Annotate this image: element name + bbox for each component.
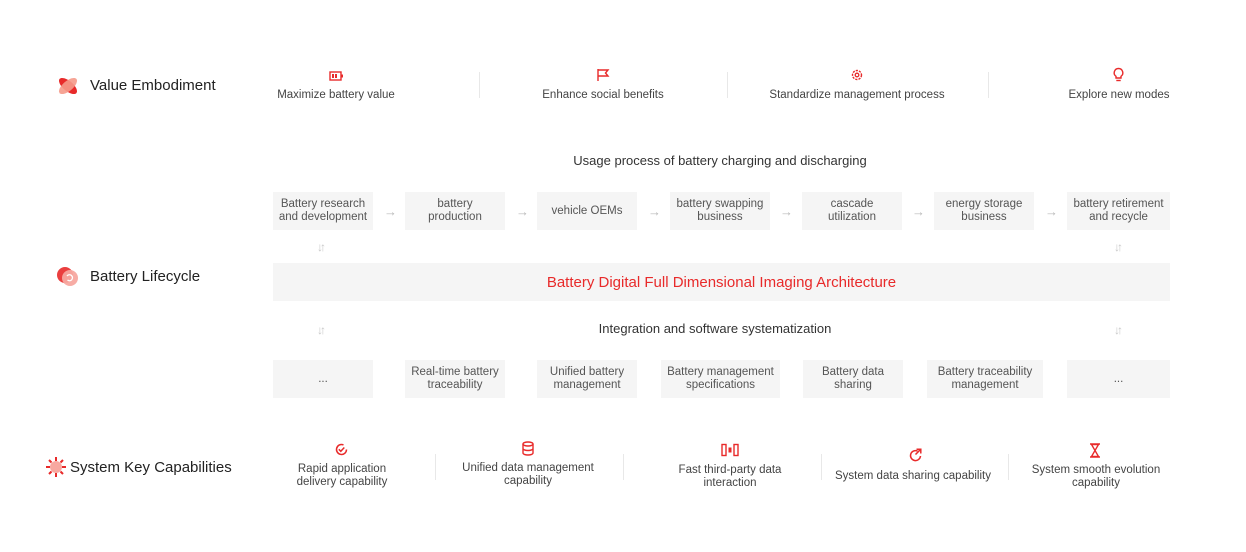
process-step: cascade utilization	[802, 192, 902, 230]
module-box: Battery management specifications	[661, 360, 780, 398]
database-icon	[521, 441, 535, 461]
divider	[1008, 454, 1009, 480]
battery-icon	[329, 69, 344, 87]
hourglass-icon	[1089, 443, 1101, 463]
value-embodiment-logo-icon	[56, 74, 80, 98]
swap-vertical-icon: ↓↑	[1114, 240, 1123, 254]
arrow-right-icon: →	[516, 204, 529, 219]
system-capabilities-logo-icon	[45, 456, 67, 478]
module-box: Battery data sharing	[803, 360, 903, 398]
gear-icon	[850, 68, 864, 87]
swap-vertical-icon: ↓↑	[1114, 323, 1123, 337]
process-step: battery production	[405, 192, 505, 230]
process-step: energy storage business	[934, 192, 1034, 230]
arrow-right-icon: →	[912, 204, 925, 219]
flag-icon	[596, 68, 610, 87]
delivery-icon	[334, 442, 349, 462]
value-item-label: Explore new modes	[1068, 89, 1170, 101]
capability-label: Fast third-party data interaction	[678, 464, 782, 489]
divider	[435, 454, 436, 480]
arrow-right-icon: →	[648, 204, 661, 219]
battery-lifecycle-logo-icon	[55, 264, 81, 290]
module-box: ...	[1067, 360, 1170, 398]
module-box: Battery traceability management	[927, 360, 1043, 398]
architecture-banner: Battery Digital Full Dimensional Imaging…	[273, 263, 1170, 301]
value-embodiment-title: Value Embodiment	[90, 77, 216, 94]
capability-label: Rapid application delivery capability	[296, 463, 388, 488]
divider	[727, 72, 728, 98]
process-step: Battery research and development	[273, 192, 373, 230]
integration-heading: Integration and software systematization	[598, 321, 832, 336]
share-icon	[908, 448, 923, 468]
interaction-icon	[721, 443, 739, 462]
process-step: battery swapping business	[670, 192, 770, 230]
process-step: battery retirement and recycle	[1067, 192, 1170, 230]
capability-label: Unified data management capability	[462, 462, 594, 487]
architecture-title: Battery Digital Full Dimensional Imaging…	[546, 273, 897, 291]
divider	[821, 454, 822, 480]
module-box: ...	[273, 360, 373, 398]
module-box: Unified battery management	[537, 360, 637, 398]
system-capabilities-title: System Key Capabilities	[70, 459, 232, 476]
module-box: Real-time battery traceability	[405, 360, 505, 398]
value-item-label: Maximize battery value	[277, 89, 395, 101]
swap-vertical-icon: ↓↑	[317, 323, 326, 337]
process-step: vehicle OEMs	[537, 192, 637, 230]
divider	[623, 454, 624, 480]
arrow-right-icon: →	[384, 204, 397, 219]
swap-vertical-icon: ↓↑	[317, 240, 326, 254]
divider	[988, 72, 989, 98]
capability-label: System smooth evolution capability	[1031, 464, 1161, 489]
capability-label: System data sharing capability	[835, 470, 991, 482]
usage-process-heading: Usage process of battery charging and di…	[573, 153, 867, 168]
arrow-right-icon: →	[780, 204, 793, 219]
lightbulb-icon	[1112, 67, 1125, 88]
value-item-label: Standardize management process	[769, 89, 945, 101]
value-item-label: Enhance social benefits	[542, 89, 664, 101]
battery-lifecycle-title: Battery Lifecycle	[90, 268, 201, 285]
divider	[479, 72, 480, 98]
arrow-right-icon: →	[1045, 204, 1058, 219]
